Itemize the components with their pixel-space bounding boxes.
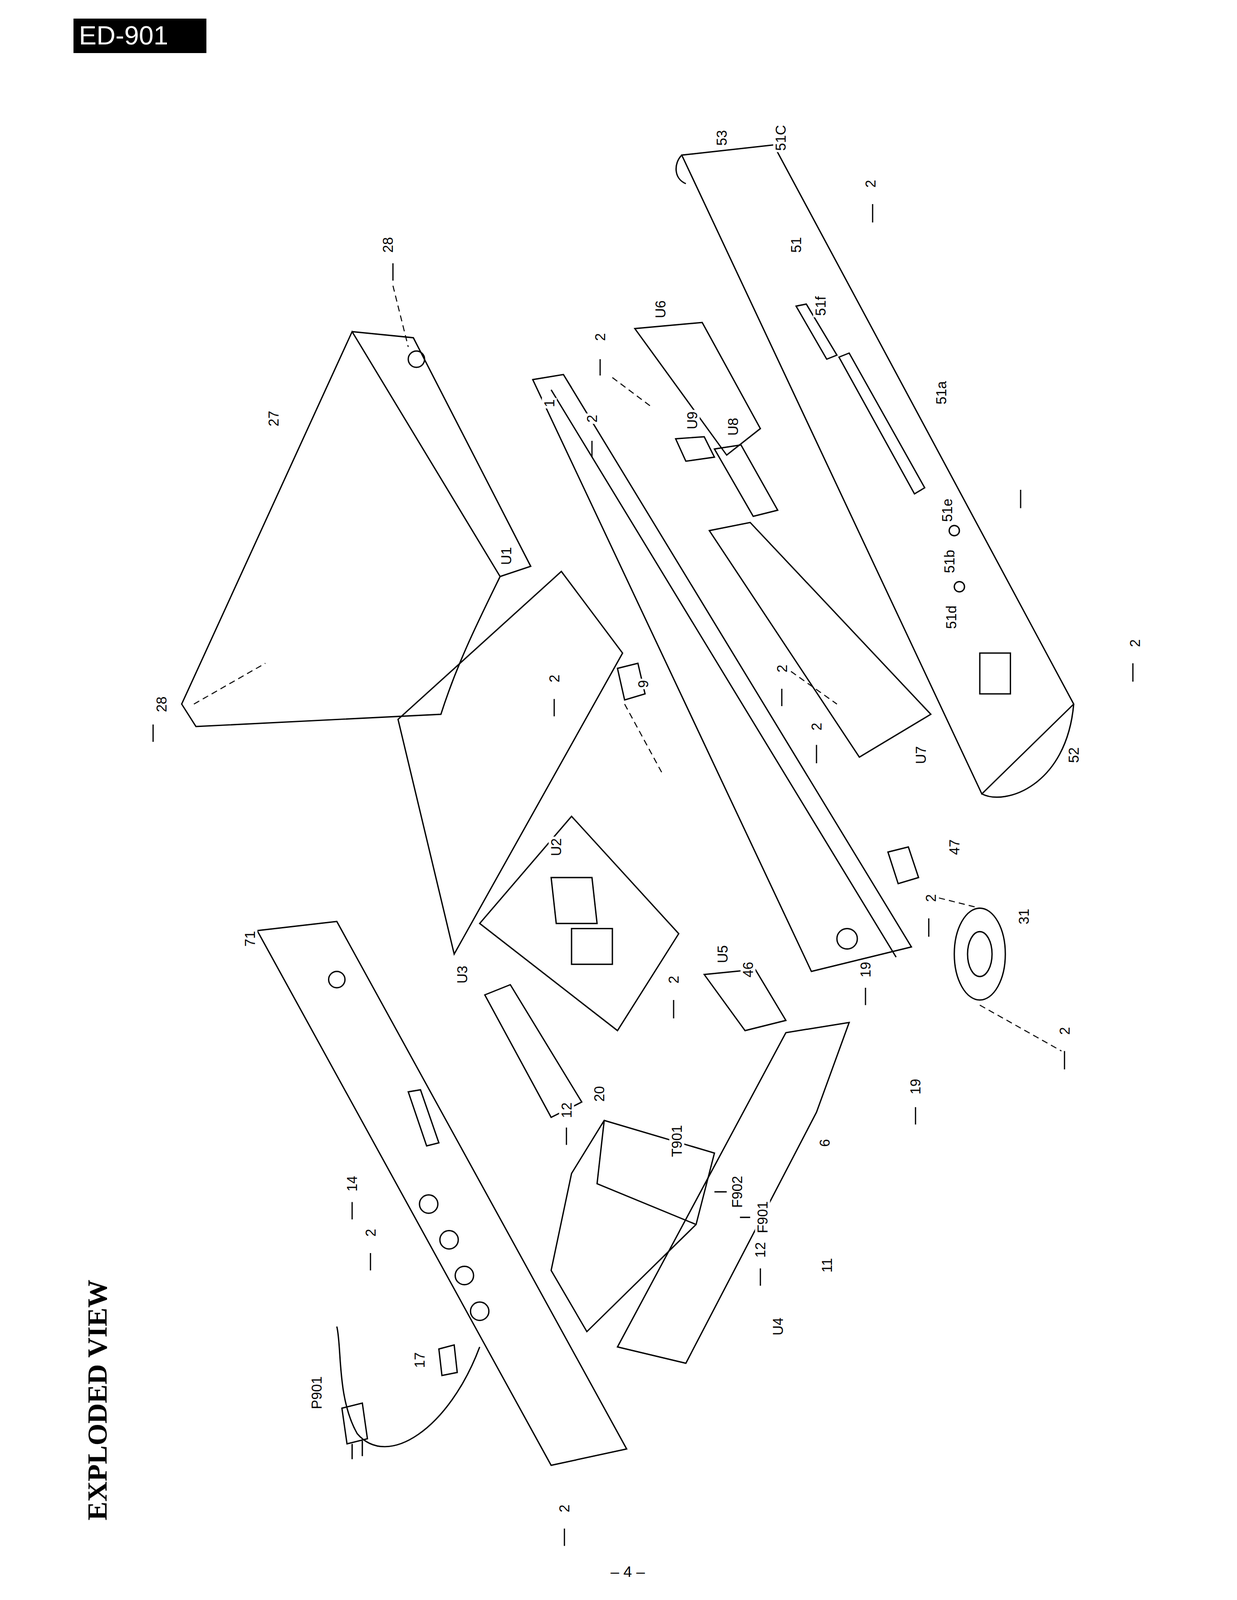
callout-number: U2 <box>548 836 564 858</box>
chassis-hole <box>836 928 858 950</box>
callout-number: U7 <box>913 744 929 766</box>
callout-number: 31 <box>1016 907 1032 926</box>
power-plug <box>342 1403 368 1460</box>
callout-number: 51e <box>939 497 955 524</box>
power-cord <box>337 1326 480 1448</box>
front-panel <box>675 145 1074 798</box>
rear-jack <box>419 1195 439 1214</box>
bottom-chassis <box>617 1022 850 1365</box>
callout-number: U4 <box>770 1316 786 1338</box>
knob <box>888 847 920 885</box>
callout-number: 2 <box>584 413 600 424</box>
callout-number: 46 <box>740 960 756 979</box>
callout-number: 6 <box>817 1137 833 1149</box>
callout-number: 47 <box>946 837 962 856</box>
rear-jack <box>455 1266 475 1286</box>
callout-number: 20 <box>591 1085 607 1104</box>
panel-display <box>979 653 1011 695</box>
callout-number: 2 <box>362 1227 378 1238</box>
rear-slot <box>408 1090 440 1147</box>
wheel <box>954 908 1006 1001</box>
callout-number: 2 <box>774 663 790 674</box>
cover-hole <box>408 351 425 368</box>
heatsink <box>551 877 613 965</box>
callout-number: 2 <box>809 721 825 732</box>
callout-number: T901 <box>669 1123 685 1159</box>
callout-number: 2 <box>1127 637 1143 649</box>
front-chassis <box>532 374 912 972</box>
callout-number: U5 <box>715 943 731 965</box>
panel-window <box>796 304 925 495</box>
callout-number: F901 <box>754 1200 770 1236</box>
callout-number: 19 <box>858 960 874 979</box>
callout-number: 12 <box>752 1241 768 1260</box>
insulation-sheet <box>398 571 623 955</box>
pcb-board <box>479 816 680 1032</box>
callout-number: 2 <box>923 892 939 904</box>
callout-number: 11 <box>819 1256 835 1275</box>
callout-number: 17 <box>411 1351 427 1370</box>
cord-clamp <box>439 1345 458 1377</box>
top-cover <box>181 331 532 727</box>
transformer <box>551 1120 715 1333</box>
callout-number: 12 <box>558 1101 574 1120</box>
page-number: – 4 – <box>610 1563 646 1581</box>
panel-knob <box>954 581 965 593</box>
callout-number: U6 <box>652 298 668 320</box>
callout-number: 53 <box>713 128 729 147</box>
callout-number: 52 <box>1066 746 1082 765</box>
model-number: ED-901 <box>73 18 207 53</box>
page-title: EXPLODED VIEW <box>83 1279 112 1521</box>
pcb-board <box>484 984 582 1118</box>
callout-number: 19 <box>908 1077 924 1096</box>
rear-jack <box>470 1302 489 1321</box>
callout-number: 51d <box>943 604 959 631</box>
callout-number: 2 <box>863 178 879 189</box>
model-band: ED-901 <box>73 18 207 54</box>
pcb-board <box>635 322 761 456</box>
callout-number: F902 <box>729 1174 745 1210</box>
callout-number: 2 <box>546 673 562 685</box>
panel-knob <box>949 525 960 537</box>
rear-jack <box>440 1231 459 1250</box>
callout-number: U1 <box>498 545 514 567</box>
callout-number: 14 <box>344 1174 360 1193</box>
callout-number: U3 <box>454 964 470 986</box>
callout-number: U8 <box>725 416 741 438</box>
pcb-board <box>709 522 931 758</box>
leader-lines <box>194 285 1062 1052</box>
rear-panel <box>257 921 627 1466</box>
screws <box>153 204 1134 1547</box>
pcb-board <box>675 436 715 462</box>
callout-number: 51a <box>933 379 949 406</box>
callout-number: 2 <box>557 1503 573 1514</box>
callout-number: 51C <box>773 123 789 152</box>
callout-number: 9 <box>635 678 651 690</box>
callout-number: P901 <box>308 1375 324 1411</box>
callout-number: 27 <box>266 409 282 428</box>
callout-number: 2 <box>592 331 608 343</box>
callout-number: 71 <box>242 929 258 949</box>
callout-number: 51f <box>813 294 829 318</box>
callout-number: 2 <box>666 974 682 985</box>
callout-number: 1 <box>541 397 557 409</box>
callout-number: 28 <box>380 235 396 255</box>
callout-number: U9 <box>684 410 700 431</box>
callout-number: 2 <box>1056 1025 1072 1037</box>
callout-number: 51 <box>788 235 804 255</box>
rear-jack <box>328 971 346 988</box>
pcb-board <box>714 444 778 517</box>
callout-number: 51b <box>941 548 957 575</box>
callout-number: 28 <box>153 694 169 714</box>
wheel-hub <box>967 931 993 977</box>
